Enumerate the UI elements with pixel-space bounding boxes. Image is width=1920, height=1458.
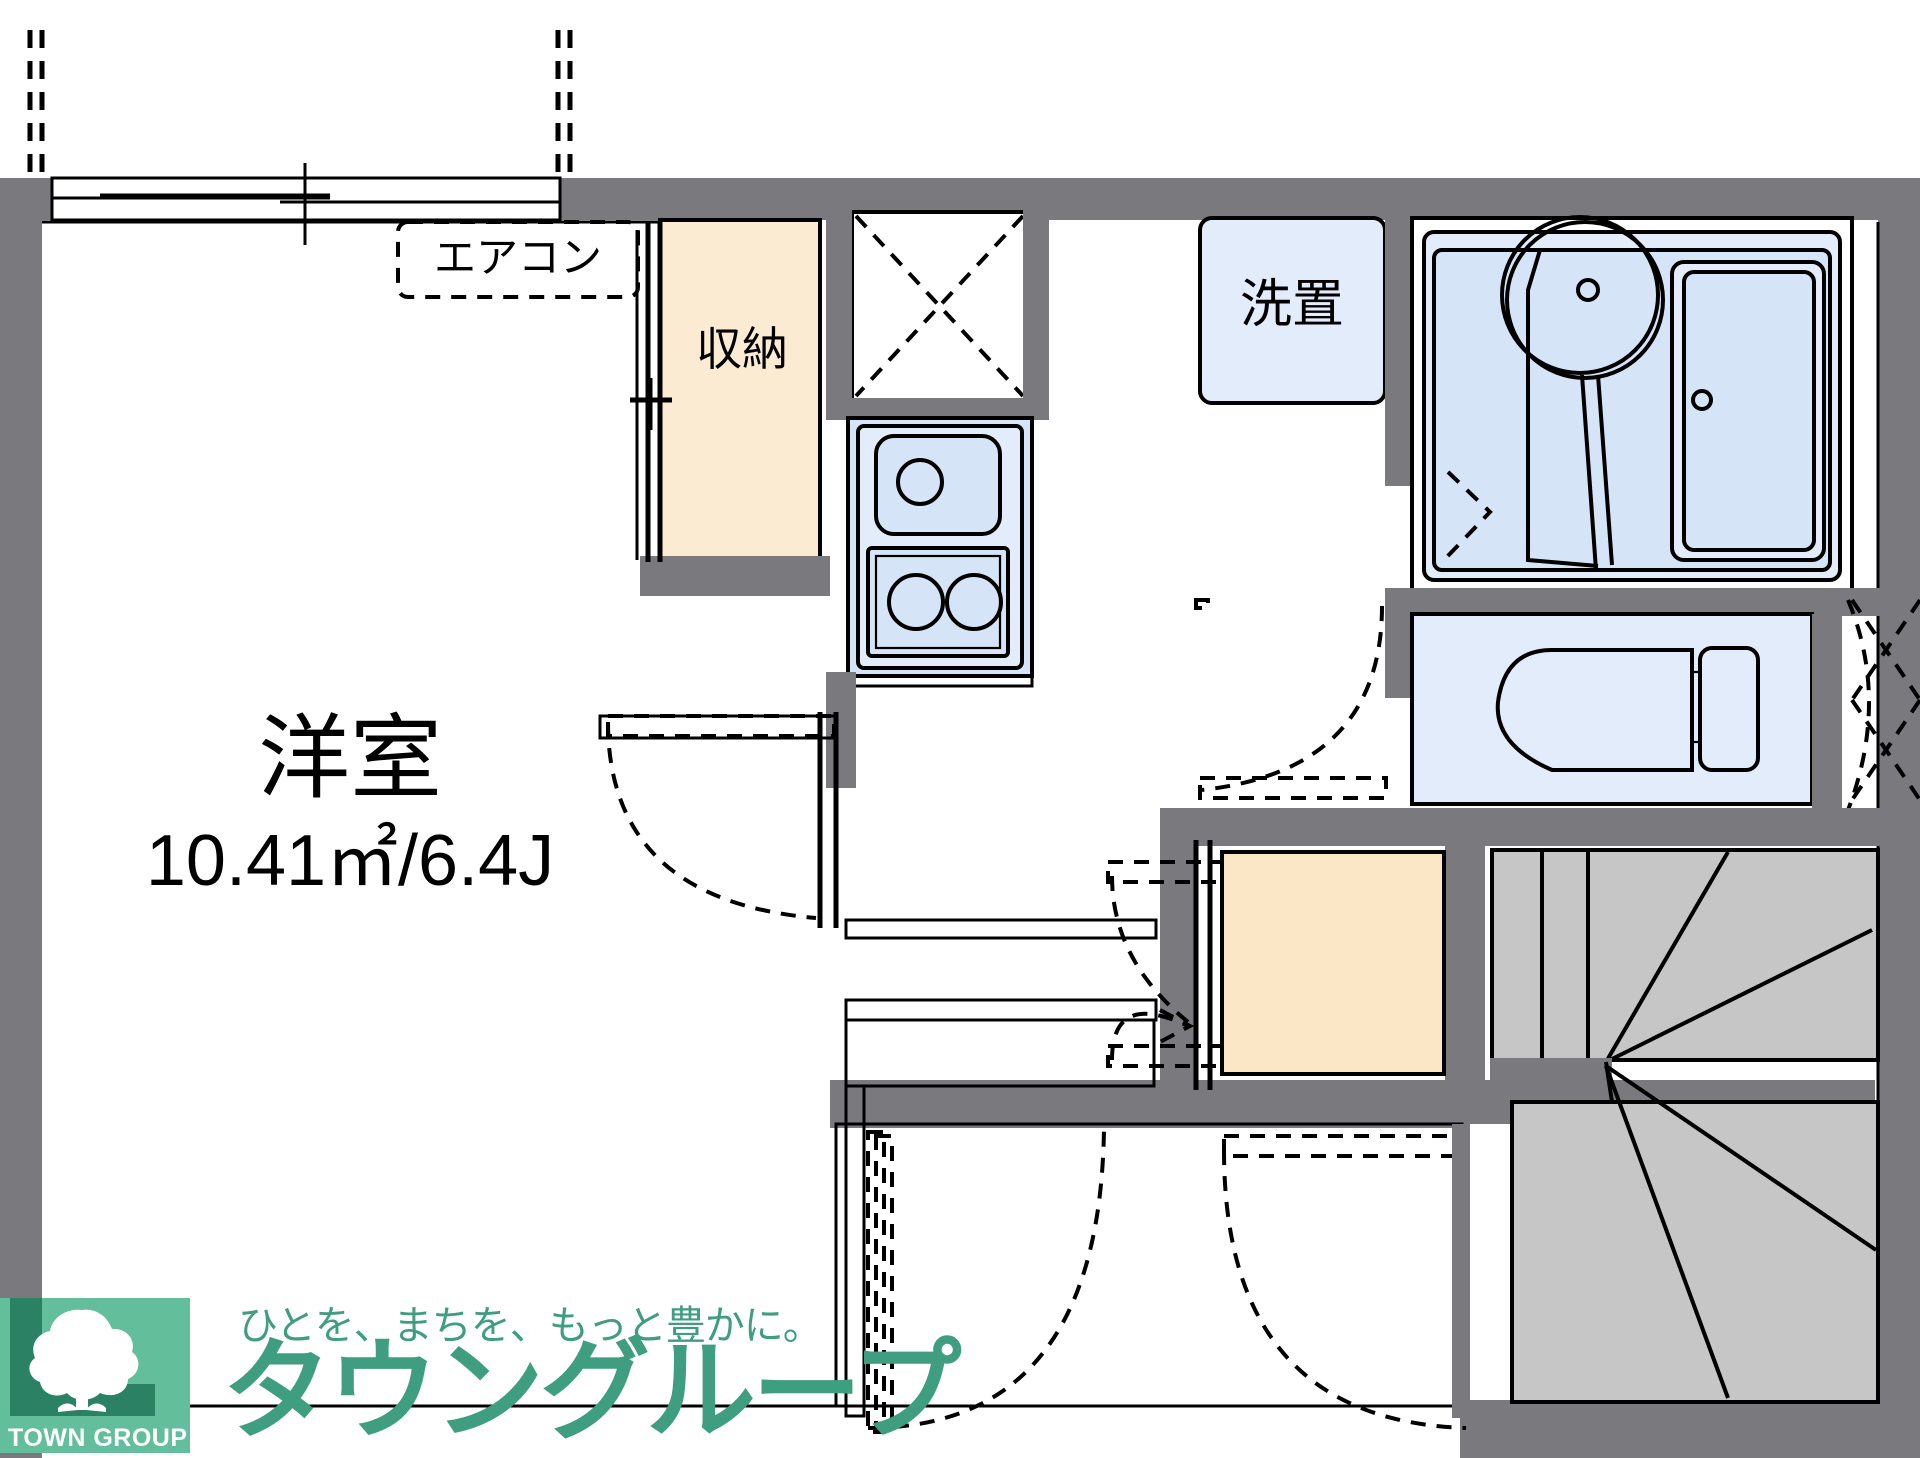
closet: 収納 [630, 178, 830, 596]
entrance-genkan [1220, 850, 1446, 1076]
kitchen-sink [874, 434, 1002, 536]
tree-icon [29, 1309, 139, 1412]
lower-hall-panels [844, 1018, 1156, 1428]
toilet-room [1410, 599, 1871, 811]
toilet [1495, 646, 1760, 772]
logo-town-group-text: TOWN GROUP [8, 1424, 188, 1452]
entrance-door [834, 1122, 1470, 1434]
kitchen [826, 178, 1049, 688]
brand-logo: TOWN GROUP ひとを、まちを、もっと豊かに。 タウングループ [0, 1288, 961, 1458]
room-area-label: 10.41㎡/6.4J [146, 821, 554, 901]
bathroom-door-swing [1194, 598, 1388, 800]
room-label-group: 洋室 10.41㎡/6.4J [146, 708, 554, 901]
washer-placement: 洗置 [1198, 216, 1387, 405]
bathtub [1670, 260, 1826, 562]
unit-bath [1410, 215, 1854, 595]
balcony-window [27, 30, 573, 245]
page-title: 洋室 [258, 708, 442, 810]
room-door-upper [598, 712, 839, 928]
logo-tagline: ひとを、まちを、もっと豊かに。 [238, 1303, 823, 1349]
air-conditioner-label: エアコン [434, 234, 602, 281]
overhead-cabinet [850, 210, 1029, 402]
air-conditioner-marker: エアコン [396, 220, 640, 299]
washer-placement-label: 洗置 [1240, 276, 1344, 334]
washbasin [1500, 215, 1665, 571]
logo-wordmark-jp: タウングループ [222, 1327, 961, 1455]
closet-label-1: 収納 [696, 323, 788, 375]
exterior-walls [0, 178, 1920, 1458]
logo-square: TOWN GROUP [0, 1298, 190, 1453]
kitchen-counter [846, 416, 1034, 678]
corridor-panel [1850, 598, 1920, 802]
staircase [1490, 848, 1880, 1404]
